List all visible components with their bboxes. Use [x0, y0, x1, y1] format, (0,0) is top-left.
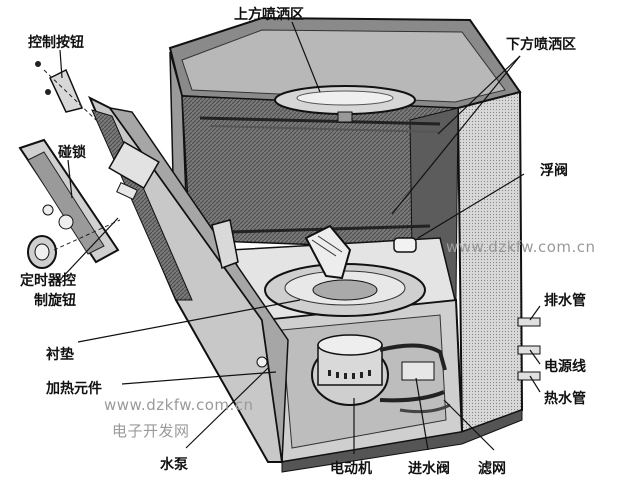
label-inlet-valve: 进水阀: [408, 461, 450, 477]
label-hot-water-pipe: 热水管: [544, 391, 586, 407]
cabinet-body: [168, 16, 524, 473]
label-water-pump: 水泵: [160, 457, 188, 473]
door-panel: [88, 95, 289, 463]
label-door-latch: 碰锁: [58, 145, 86, 161]
label-timer-knob-line2: 制旋钮: [34, 293, 76, 309]
label-heating-element: 加热元件: [46, 381, 102, 397]
watermark-site-right: www.dzkfw.com.cn: [446, 238, 596, 256]
label-upper-spray: 上方喷洒区: [234, 7, 304, 23]
label-motor: 电动机: [330, 461, 372, 477]
motor-assembly: [311, 317, 541, 414]
upper-spray-arm: [274, 85, 416, 123]
label-drain-pipe: 排水管: [544, 293, 586, 309]
leader-lines: [57, 21, 541, 454]
watermark-site-left: www.dzkfw.com.cn: [104, 396, 254, 414]
label-control-button: 控制按钮: [28, 35, 84, 51]
label-gasket: 衬垫: [46, 347, 74, 363]
label-float-valve: 浮阀: [540, 163, 568, 179]
lower-spray-area: [228, 224, 456, 321]
watermark-brand: 电子开发网: [112, 422, 190, 440]
label-lower-spray: 下方喷洒区: [506, 37, 576, 53]
control-panel-parts: [18, 61, 138, 269]
label-filter: 滤网: [478, 461, 506, 477]
label-timer-knob-line1: 定时器控: [20, 273, 76, 289]
label-power-cord: 电源线: [544, 359, 586, 375]
